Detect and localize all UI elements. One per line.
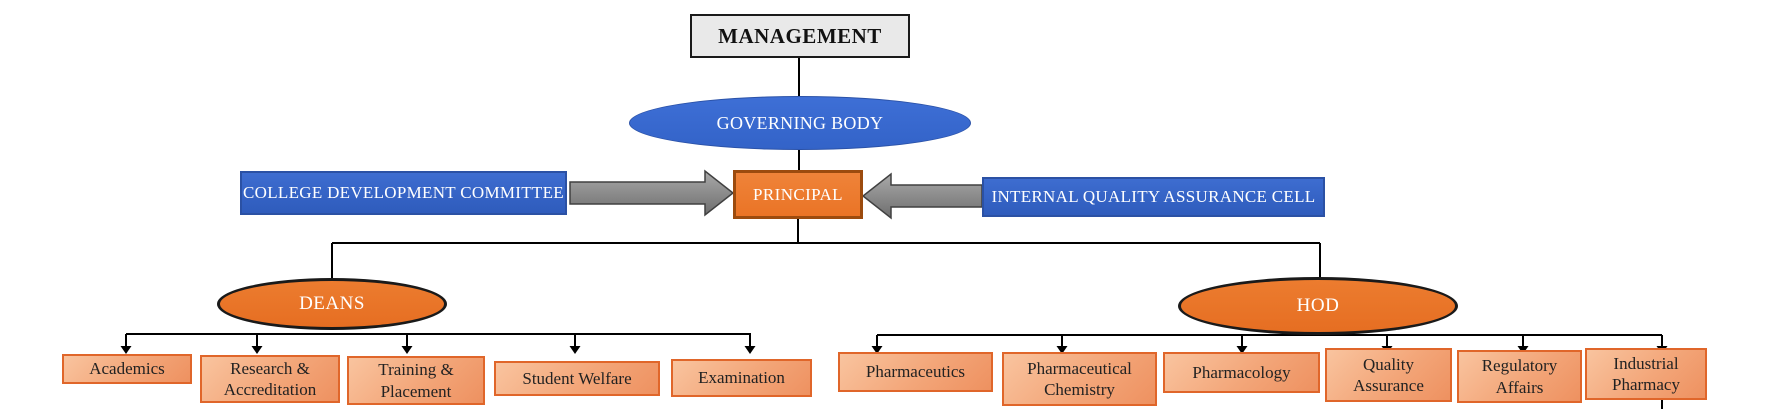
dept-box-quality-assurance: Quality Assurance xyxy=(1325,348,1452,402)
dept-box-research-accreditation: Research & Accreditation xyxy=(200,355,340,403)
hod-ellipse: HOD xyxy=(1178,277,1458,335)
dept-box-pharmaceutics: Pharmaceutics xyxy=(838,352,993,392)
governing-body-ellipse: GOVERNING BODY xyxy=(629,96,971,150)
dept-box-examination: Examination xyxy=(671,359,812,397)
block-arrow-iqac-to-principal xyxy=(861,172,983,220)
principal-box: PRINCIPAL xyxy=(733,170,863,219)
dept-box-regulatory-affairs: Regulatory Affairs xyxy=(1457,350,1582,403)
dept-box-training-placement: Training & Placement xyxy=(347,356,485,405)
dept-box-student-welfare: Student Welfare xyxy=(494,361,660,396)
hod-branch-arrows xyxy=(871,334,1668,409)
dept-box-pharmacology: Pharmacology xyxy=(1163,352,1320,393)
block-arrow-cdc-to-principal xyxy=(569,169,735,217)
college-development-committee-box: COLLEGE DEVELOPMENT COMMITTEE xyxy=(240,171,567,215)
internal-quality-assurance-cell-box: INTERNAL QUALITY ASSURANCE CELL xyxy=(982,177,1325,217)
dept-box-pharmaceutical-chemistry: Pharmaceutical Chemistry xyxy=(1002,352,1157,406)
deans-ellipse: DEANS xyxy=(217,278,447,330)
dept-box-industrial-pharmacy: Industrial Pharmacy xyxy=(1585,348,1707,400)
management-box: MANAGEMENT xyxy=(690,14,910,58)
dept-box-academics: Academics xyxy=(62,354,192,384)
deans-branch-arrows xyxy=(120,333,756,354)
